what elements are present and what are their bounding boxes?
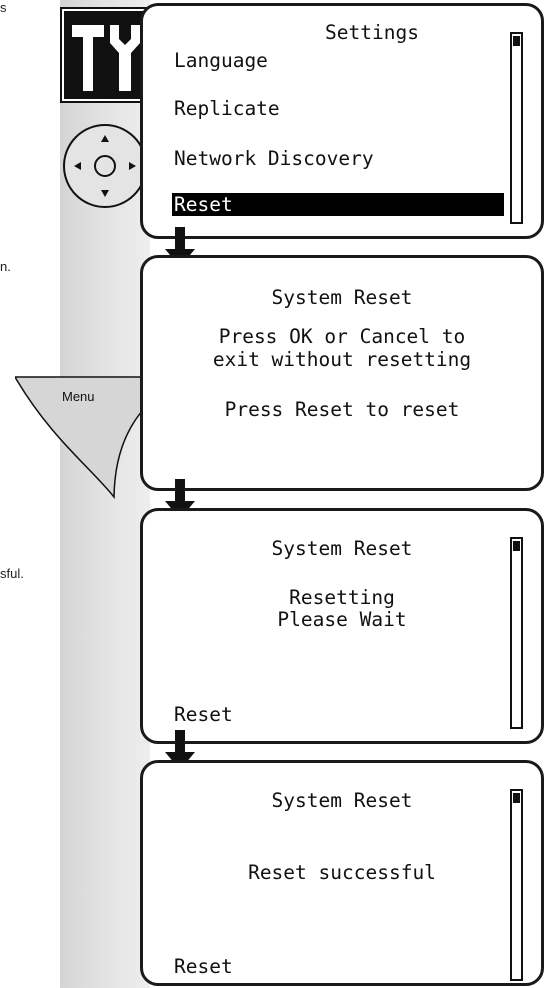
system-reset-complete-screen: System Reset Reset successful Reset (140, 760, 544, 986)
system-reset-progress-screen: System Reset Resetting Please Wait Reset (140, 508, 544, 744)
screen-title: System Reset (271, 537, 413, 560)
screen-title: System Reset (271, 789, 413, 812)
menu-item-network-discovery[interactable]: Network Discovery (174, 147, 374, 170)
instruction-line: Press OK or Cancel to (218, 325, 466, 348)
navigation-pad-icon (60, 121, 150, 215)
screen-title: Settings (325, 21, 419, 44)
screen-title: System Reset (271, 286, 413, 309)
menu-item-language[interactable]: Language (174, 49, 268, 72)
scroll-thumb[interactable] (513, 793, 520, 803)
instruction-line: exit without resetting (212, 348, 472, 371)
cropped-text-fragment: s (0, 0, 7, 15)
settings-screen: Settings Language Replicate Network Disc… (140, 3, 544, 239)
menu-tab-label: Menu (62, 389, 95, 404)
status-line: Please Wait (277, 608, 407, 631)
softkey-label-reset[interactable]: Reset (174, 703, 233, 726)
system-reset-confirm-screen: System Reset Press OK or Cancel to exit … (140, 255, 544, 491)
scrollbar[interactable] (510, 32, 523, 224)
cropped-text-fragment: sful. (0, 566, 24, 581)
scrollbar[interactable] (510, 789, 523, 981)
left-page-margin: s n. sful. (0, 0, 60, 988)
menu-item-reset-selected[interactable]: Reset (172, 193, 504, 216)
menu-item-replicate[interactable]: Replicate (174, 97, 280, 120)
scroll-thumb[interactable] (513, 541, 520, 551)
cropped-text-fragment: n. (0, 259, 11, 274)
softkey-label-reset[interactable]: Reset (174, 955, 233, 978)
scrollbar[interactable] (510, 537, 523, 729)
instruction-line: Press Reset to reset (224, 398, 460, 421)
scroll-thumb[interactable] (513, 36, 520, 46)
status-line: Reset successful (248, 861, 436, 884)
status-line: Resetting (289, 586, 395, 609)
